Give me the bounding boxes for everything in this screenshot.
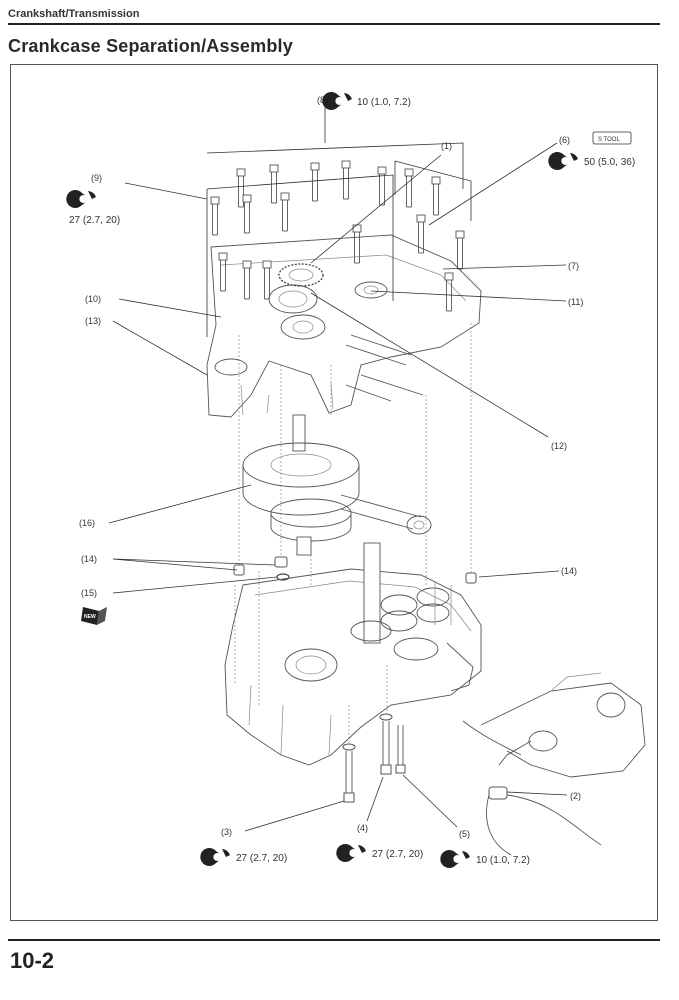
callout-7: (7): [568, 261, 579, 271]
svg-text:10 (1.0, 7.2): 10 (1.0, 7.2): [357, 97, 411, 108]
torque-spec-8: 10 (1.0, 7.2): [322, 92, 411, 110]
svg-text:10 (1.0, 7.2): 10 (1.0, 7.2): [476, 855, 530, 866]
torque-wrench-icon: [66, 190, 96, 208]
svg-text:S TOOL: S TOOL: [598, 137, 620, 143]
leader-lines: [108, 103, 568, 832]
torque-spec-5: 10 (1.0, 7.2): [440, 850, 530, 868]
callout-13: (13): [85, 316, 101, 326]
page-title: Crankcase Separation/Assembly: [8, 36, 293, 56]
torque-spec-3: 27 (2.7, 20): [200, 848, 287, 866]
assembly-guide-lines: [234, 323, 472, 745]
callout-16: (16): [79, 518, 95, 528]
footer-rule: [8, 939, 660, 941]
callout-9: (9): [91, 173, 102, 183]
torque-wrench-icon: [322, 92, 352, 110]
callout-14-right: (14): [561, 566, 577, 576]
callout-1: (1): [441, 141, 452, 151]
lower-crankcase: [224, 542, 482, 766]
callout-3: (3): [221, 827, 232, 837]
torque-spec-4: 27 (2.7, 20): [336, 844, 423, 862]
torque-wrench-icon: [440, 850, 470, 868]
svg-text:27 (2.7, 20): 27 (2.7, 20): [372, 849, 423, 860]
dowel-pins: [233, 556, 477, 584]
callout-12: (12): [551, 441, 567, 451]
torque-spec-6: S TOOL 50 (5.0, 36): [548, 131, 635, 170]
callout-14-left: (14): [81, 554, 97, 564]
lower-bolts: [342, 713, 406, 803]
torque-wrench-icon: [336, 844, 366, 862]
drive-gear: [278, 263, 324, 287]
section-header: Crankshaft/Transmission: [8, 8, 140, 20]
torque-wrench-icon: [548, 152, 578, 170]
bolts-9: [210, 192, 465, 312]
svg-text:27 (2.7, 20): 27 (2.7, 20): [236, 853, 287, 864]
svg-text:27 (2.7, 20): 27 (2.7, 20): [69, 215, 120, 226]
new-part-icon: NEW: [81, 607, 107, 625]
diagram-frame: (8) (1) (6) (9) (7) (10) (11) (13) (12) …: [10, 64, 658, 921]
callout-11: (11): [568, 297, 583, 307]
upper-crankcase: [206, 234, 482, 418]
page-number: 10-2: [10, 948, 55, 973]
callout-15: (15): [81, 588, 97, 598]
crankshaft: [242, 414, 432, 556]
callout-5: (5): [459, 829, 470, 839]
exploded-view-diagram: (8) (1) (6) (9) (7) (10) (11) (13) (12) …: [66, 92, 646, 868]
bolts-8: [236, 160, 441, 216]
svg-text:NEW: NEW: [84, 614, 96, 620]
callout-6: (6): [559, 135, 570, 145]
callout-10: (10): [85, 294, 101, 304]
callout-2: (2): [570, 791, 581, 801]
bolt-6: [416, 214, 426, 254]
torque-wrench-icon: [200, 848, 230, 866]
special-tool-icon: S TOOL: [592, 131, 632, 145]
inset-neutral-switch: [462, 672, 646, 856]
callout-4: (4): [357, 823, 368, 833]
torque-spec-9: 27 (2.7, 20): [66, 190, 120, 226]
svg-text:50 (5.0, 36): 50 (5.0, 36): [584, 157, 635, 168]
header-rule: [8, 23, 660, 25]
